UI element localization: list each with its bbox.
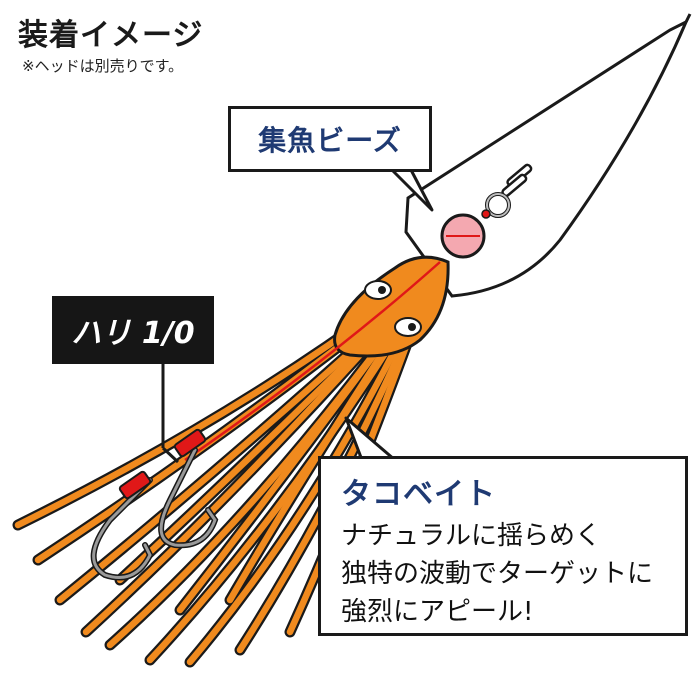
- jig-head-icon: [404, 18, 689, 298]
- bait-callout-pointer: [344, 416, 396, 462]
- jig-head-tip: [684, 13, 692, 23]
- octopus-bait-callout: タコベイト ナチュラルに揺らめく 独特の波動でターゲットに 強烈にアピール!: [318, 456, 688, 636]
- hook-icon: [90, 428, 219, 581]
- beads-label: 集魚ビーズ: [258, 124, 402, 157]
- head-sold-separately-note: ※ヘッドは別売りです。: [22, 57, 184, 75]
- bait-description-line: ナチュラルに揺らめく: [341, 521, 602, 551]
- hook-callout: ハリ 1/0: [52, 296, 214, 364]
- beads-callout: 集魚ビーズ: [228, 106, 432, 172]
- hook-size-label: ハリ 1/0: [71, 316, 195, 351]
- octopus-head-icon: [333, 255, 450, 358]
- bait-description-line: 独特の波動でターゲットに: [341, 559, 654, 589]
- page-title: 装着イメージ: [18, 18, 204, 53]
- bait-title: タコベイト: [341, 477, 496, 512]
- beads-callout-pointer: [388, 166, 434, 212]
- swivel-icon: [481, 163, 533, 219]
- bait-description-line: 強烈にアピール!: [341, 597, 534, 627]
